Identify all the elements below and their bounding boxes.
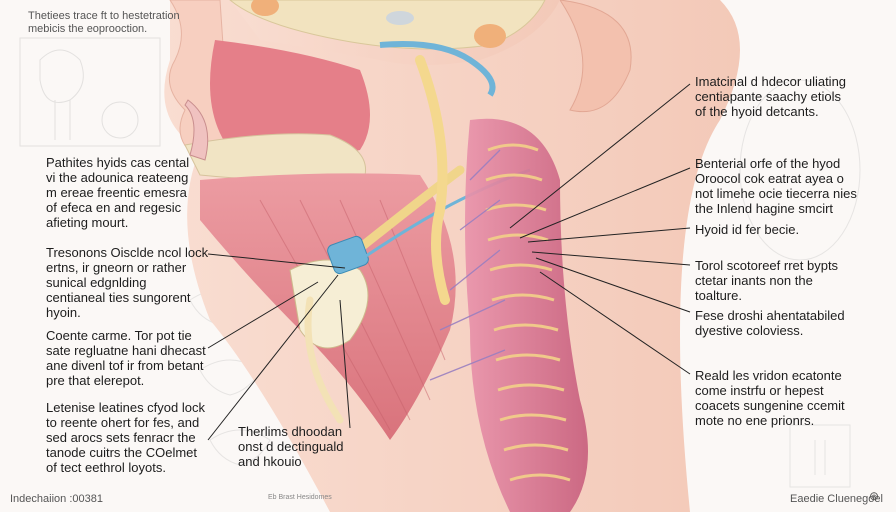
palate-bone — [229, 0, 546, 50]
label-right-6: Reald les vridon ecatonte come instrfu o… — [695, 368, 845, 428]
tongue — [184, 133, 367, 181]
label-right-4: Torol scotoreef rret bypts ctetar inants… — [695, 258, 839, 303]
lip — [184, 99, 209, 161]
spinal-nerves — [429, 149, 506, 381]
label-left-3: Coente carme. Tor pot tie sate regluatne… — [46, 328, 206, 388]
hyoid-horn-lower — [304, 296, 344, 424]
header-line-1: Thetiees trace ft to hestetration — [28, 10, 180, 22]
label-left-2: Tresonons Oisclde ncol lock ertns, ir gn… — [46, 245, 209, 320]
bone-nodule — [251, 0, 279, 16]
label-right-2: Benterial orfe of the hyod Oroocol cok e… — [695, 156, 857, 216]
label-right-5: Fese droshi ahentatabiled dyestive colov… — [695, 308, 845, 338]
label-center: Therlims dhoodan onst d dectinguald and … — [238, 424, 344, 469]
label-left-1: Pathites hyids cas cental vi the adounic… — [46, 155, 190, 230]
bone-highlight — [386, 11, 414, 25]
ear — [559, 0, 632, 113]
header-line-2: mebicis the eoprooction. — [28, 23, 148, 35]
footer-logo-icon: ⊛ — [869, 489, 880, 503]
label-left-4: Letenise leatines cfyod lock to reente o… — [46, 400, 205, 475]
cervical-spine — [465, 118, 588, 512]
label-right-3: Hyoid id fer becie. — [695, 222, 800, 237]
styloid-process — [415, 55, 450, 305]
oral-cavity — [210, 40, 370, 158]
background-sketch-head — [19, 37, 161, 147]
footer-left: Indechaiion :00381 — [10, 493, 103, 505]
vertebrae — [485, 143, 571, 482]
footer-right: Eaedie Cluenegoel — [790, 493, 883, 505]
bone-nodule-2 — [474, 24, 506, 48]
footer-center: Eb Brast Hesidomes — [268, 494, 332, 501]
label-right-1: Imatcinal d hdecor uliating centiapante … — [695, 74, 847, 119]
leader-lines — [207, 83, 691, 441]
blue-nerve — [379, 41, 496, 97]
cartilage-cap — [327, 235, 369, 275]
